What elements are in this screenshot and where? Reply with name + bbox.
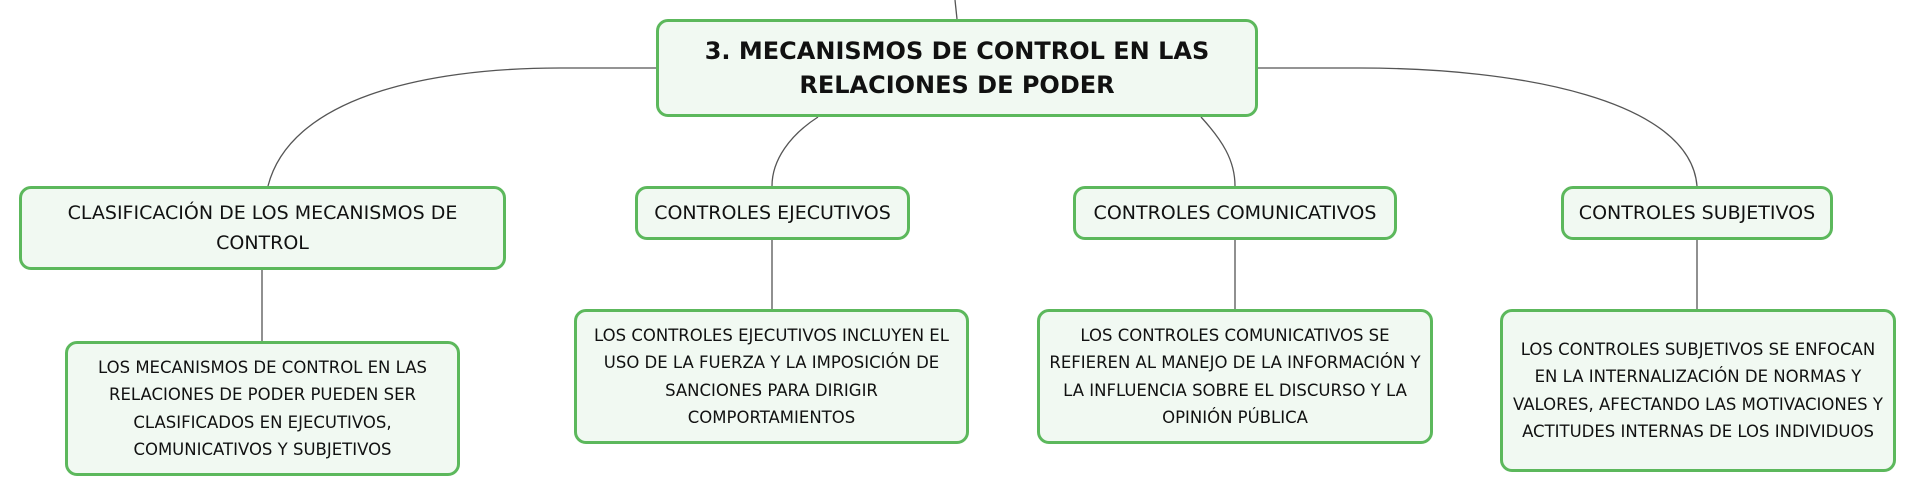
root-topic[interactable]: 3. MECANISMOS DE CONTROL EN LAS RELACION… xyxy=(656,19,1258,117)
detail-controles-ejecutivos[interactable]: LOS CONTROLES EJECUTIVOS INCLUYEN EL USO… xyxy=(574,309,969,444)
topic-controles-subjetivos-label: CONTROLES SUBJETIVOS xyxy=(1578,202,1816,224)
connector-root-to-classification xyxy=(267,67,656,187)
detail-controles-subjetivos-text: LOS CONTROLES SUBJETIVOS SE ENFOCAN EN L… xyxy=(1513,339,1883,442)
connector-root-to-ejecutivos xyxy=(771,116,819,187)
detail-clasificacion-text: LOS MECANISMOS DE CONTROL EN LAS RELACIO… xyxy=(98,357,427,460)
topic-controles-ejecutivos[interactable]: CONTROLES EJECUTIVOS xyxy=(635,186,910,240)
detail-controles-comunicativos-text: LOS CONTROLES COMUNICATIVOS SE REFIEREN … xyxy=(1049,325,1421,428)
topic-clasificacion-label: CLASIFICACIÓN DE LOS MECANISMOS DE CONTR… xyxy=(67,202,458,254)
detail-controles-ejecutivos-text: LOS CONTROLES EJECUTIVOS INCLUYEN EL USO… xyxy=(594,325,949,428)
connector-parent-to-root xyxy=(954,0,958,20)
topic-controles-subjetivos[interactable]: CONTROLES SUBJETIVOS xyxy=(1561,186,1833,240)
topic-clasificacion[interactable]: CLASIFICACIÓN DE LOS MECANISMOS DE CONTR… xyxy=(19,186,506,270)
connector-root-to-comunicativos xyxy=(1200,116,1236,187)
detail-controles-subjetivos[interactable]: LOS CONTROLES SUBJETIVOS SE ENFOCAN EN L… xyxy=(1500,309,1896,472)
topic-controles-comunicativos[interactable]: CONTROLES COMUNICATIVOS xyxy=(1073,186,1397,240)
connector-root-to-subjetivos xyxy=(1258,67,1698,187)
detail-controles-comunicativos[interactable]: LOS CONTROLES COMUNICATIVOS SE REFIEREN … xyxy=(1037,309,1433,444)
root-topic-label: 3. MECANISMOS DE CONTROL EN LAS RELACION… xyxy=(704,37,1210,99)
topic-controles-ejecutivos-label: CONTROLES EJECUTIVOS xyxy=(654,202,891,224)
topic-controles-comunicativos-label: CONTROLES COMUNICATIVOS xyxy=(1093,202,1377,224)
detail-clasificacion[interactable]: LOS MECANISMOS DE CONTROL EN LAS RELACIO… xyxy=(65,341,460,476)
